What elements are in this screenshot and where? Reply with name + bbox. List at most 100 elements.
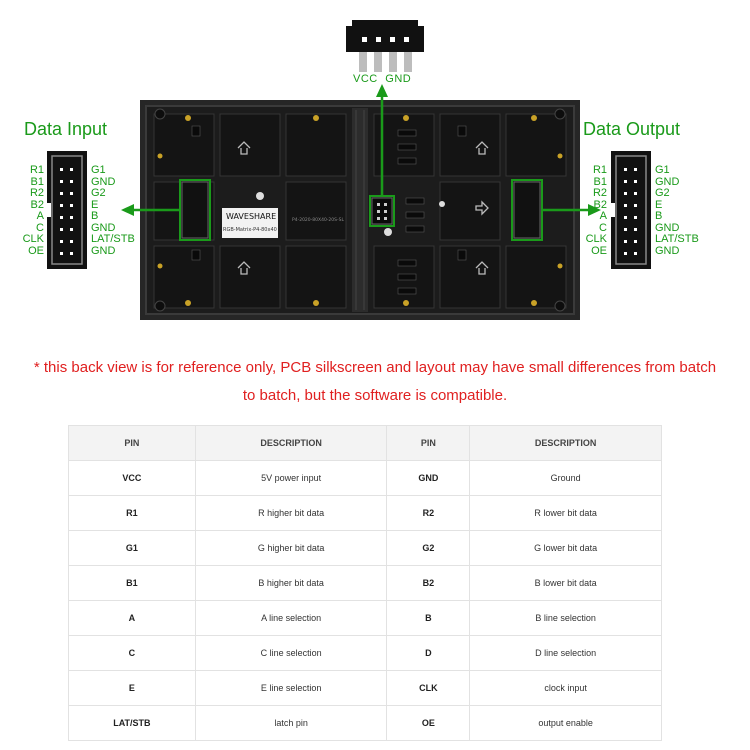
table-row: E E line selection CLK clock input — [68, 670, 662, 706]
header-description: DESCRIPTION — [194, 425, 388, 461]
pin-label: GND — [91, 244, 116, 257]
pin-cell: G2 — [386, 530, 471, 566]
pin-label: B2 — [593, 198, 607, 211]
pin-cell: D — [386, 635, 471, 671]
pin-label: LAT/STB — [91, 233, 135, 245]
table-row: A A line selection B B line selection — [68, 600, 662, 636]
left-arrow-icon — [121, 204, 134, 216]
pin-label: B1 — [30, 175, 44, 188]
description-cell: clock input — [469, 670, 662, 706]
pin-label: GND — [655, 175, 680, 188]
output-left-pin-labels: R1 B1 R2 B2 A C CLK OE — [577, 164, 607, 257]
description-cell: B higher bit data — [194, 565, 388, 601]
pin-label: R2 — [29, 187, 44, 199]
description-cell: D line selection — [469, 635, 662, 671]
note-line-1: * this back view is for reference only, … — [33, 359, 717, 376]
arrows-overlay — [121, 84, 601, 216]
description-cell: A line selection — [194, 600, 388, 636]
pin-label: B2 — [30, 198, 44, 211]
pin-cell: R2 — [386, 495, 471, 531]
note-line-2: to batch, but the software is compatible… — [242, 387, 508, 404]
pin-label: CLK — [585, 233, 607, 245]
pin-label: R2 — [592, 187, 607, 199]
table-row: B1 B higher bit data B2 B lower bit data — [68, 565, 662, 601]
pin-label: C — [36, 221, 44, 234]
led-panel-back: WAVESHARE RGB-Matrix-P4-80x40 P4-2020-80… — [140, 100, 580, 320]
pin-label: E — [91, 198, 99, 211]
description-cell: Ground — [469, 460, 662, 496]
header-pin: PIN — [68, 425, 196, 461]
pin-label: G1 — [655, 164, 670, 176]
description-cell: G higher bit data — [194, 530, 388, 566]
pin-label: LAT/STB — [655, 233, 699, 245]
pin-cell: LAT/STB — [68, 705, 196, 741]
pin-cell: C — [68, 635, 196, 671]
pin-label: GND — [655, 221, 680, 234]
description-cell: latch pin — [194, 705, 388, 741]
description-cell: R higher bit data — [194, 495, 388, 531]
header-description: DESCRIPTION — [469, 425, 662, 461]
pin-cell: G1 — [68, 530, 196, 566]
pin-label: GND — [91, 221, 116, 234]
pin-label: B — [655, 210, 663, 222]
table-row: C C line selection D D line selection — [68, 635, 662, 671]
output-right-pin-labels: G1 GND G2 E B GND LAT/STB GND — [655, 164, 699, 257]
description-cell: R lower bit data — [469, 495, 662, 531]
pin-label: G1 — [91, 164, 106, 176]
description-cell: B lower bit data — [469, 565, 662, 601]
pin-description-table: PIN DESCRIPTION PIN DESCRIPTION VCC 5V p… — [68, 425, 662, 741]
table-row: VCC 5V power input GND Ground — [68, 460, 662, 496]
table-row: LAT/STB latch pin OE output enable — [68, 705, 662, 741]
data-output-title: Data Output — [583, 119, 681, 139]
input-right-pin-labels: G1 GND G2 E B GND LAT/STB GND — [91, 164, 135, 257]
pin-label: B — [91, 210, 99, 222]
pin-cell: E — [68, 670, 196, 706]
up-arrow-icon — [376, 84, 388, 97]
pin-label: GND — [655, 244, 680, 257]
pin-label: A — [599, 210, 607, 222]
data-input-title: Data Input — [24, 119, 108, 139]
power-connector — [346, 20, 424, 72]
output-idc-connector — [611, 151, 651, 269]
description-cell: 5V power input — [194, 460, 388, 496]
vcc-gnd-label: VCC GND — [353, 73, 411, 85]
input-left-pin-labels: R1 B1 R2 B2 A C CLK OE — [14, 164, 44, 257]
pin-label: CLK — [22, 233, 44, 245]
pin-label: R1 — [592, 164, 607, 176]
pin-label: R1 — [29, 164, 44, 176]
description-cell: B line selection — [469, 600, 662, 636]
description-cell: G lower bit data — [469, 530, 662, 566]
pin-label: OE — [28, 244, 44, 257]
input-idc-connector — [47, 151, 87, 269]
vcc-label: VCC — [353, 73, 378, 85]
disclaimer-note: * this back view is for reference only, … — [0, 354, 750, 410]
pin-label: G2 — [655, 187, 670, 199]
pin-cell: OE — [386, 705, 471, 741]
pin-label: OE — [591, 244, 607, 257]
pin-cell: B1 — [68, 565, 196, 601]
pin-label: C — [599, 221, 607, 234]
table-row: G1 G higher bit data G2 G lower bit data — [68, 530, 662, 566]
table-row: R1 R higher bit data R2 R lower bit data — [68, 495, 662, 531]
svg-text:P4-2020-80X40-20S-SL: P4-2020-80X40-20S-SL — [292, 217, 344, 223]
right-arrow-icon — [588, 204, 601, 216]
description-cell: C line selection — [194, 635, 388, 671]
pin-label: G2 — [91, 187, 106, 199]
gnd-label: GND — [385, 73, 412, 85]
pin-label: E — [655, 198, 663, 211]
header-pin: PIN — [386, 425, 471, 461]
brand-sticker-text: WAVESHARE — [226, 212, 276, 221]
pin-cell: CLK — [386, 670, 471, 706]
pin-cell: B — [386, 600, 471, 636]
pin-cell: B2 — [386, 565, 471, 601]
pin-cell: A — [68, 600, 196, 636]
pin-label: A — [36, 210, 44, 222]
pin-cell: GND — [386, 460, 471, 496]
pin-label: GND — [91, 175, 116, 188]
svg-text:RGB-Matrix-P4-80x40: RGB-Matrix-P4-80x40 — [223, 227, 277, 233]
pin-cell: R1 — [68, 495, 196, 531]
pin-cell: VCC — [68, 460, 196, 496]
description-cell: E line selection — [194, 670, 388, 706]
table-header-row: PIN DESCRIPTION PIN DESCRIPTION — [68, 425, 662, 461]
description-cell: output enable — [469, 705, 662, 741]
